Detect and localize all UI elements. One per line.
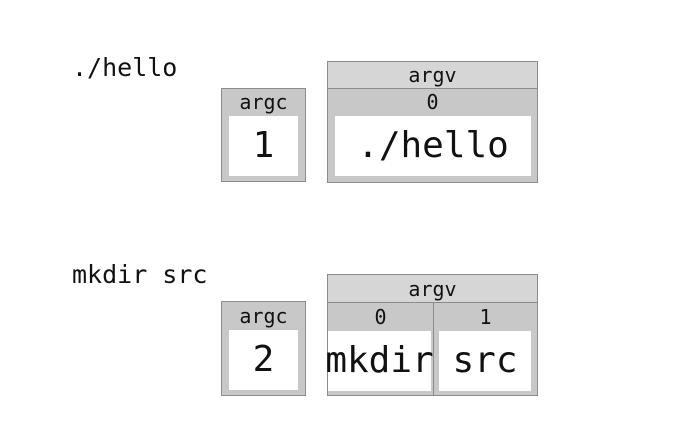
argv-element-cell: ./hello [335,116,531,176]
argc-value: 2 [252,339,275,380]
argv-label: argv [327,274,538,303]
argv-array: 0 ./hello [327,88,538,183]
command-text: mkdir src [72,260,208,289]
argv-index: 0 [374,304,387,329]
argc-value: 1 [252,125,275,166]
argv-array: 0 1 mkdir src [325,302,538,396]
argc-box: argc 2 [221,301,306,396]
argv-index: 1 [479,304,492,329]
argv-element-value: src [452,340,518,381]
argc-box: argc 1 [221,88,306,182]
command-text: ./hello [72,53,178,82]
argc-value-cell: 2 [229,330,298,390]
argv-element-cell: src [439,331,531,391]
argv-element-cell: mkdir [325,331,434,391]
argv-label: argv [327,61,538,89]
argv-divider [433,303,434,395]
argc-label: argc [239,90,288,114]
argc-label: argc [239,303,288,328]
argv-element-value: ./hello [357,125,509,166]
argv-index: 0 [426,90,439,114]
argv-element-value: mkdir [325,340,434,381]
argc-value-cell: 1 [229,116,298,176]
